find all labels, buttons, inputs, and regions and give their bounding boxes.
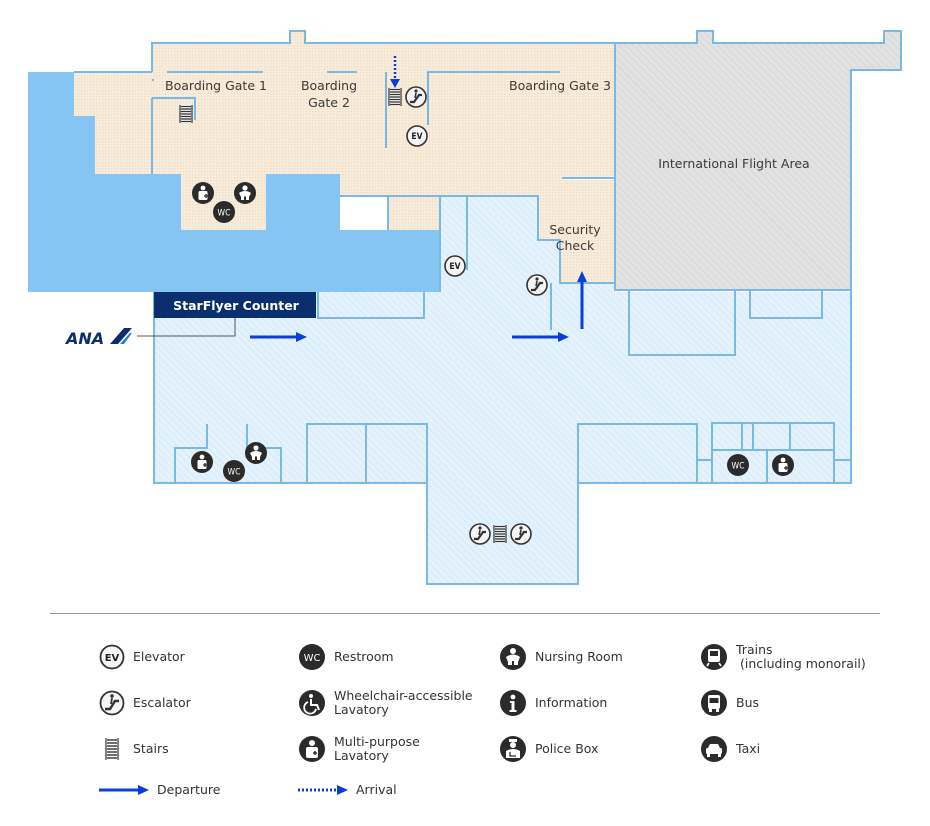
elevator-icon: EV	[406, 125, 428, 147]
svg-text:EV: EV	[449, 262, 460, 272]
legend-label: Departure	[157, 782, 221, 797]
svg-text:WC: WC	[218, 209, 231, 219]
legend-item-taxi: Taxi	[700, 735, 760, 763]
boarding-gate-2-label-1: Boarding	[301, 78, 357, 93]
boarding-gate-1-label: Boarding Gate 1	[165, 78, 267, 93]
ana-logo: ANA	[64, 328, 132, 348]
information-icon	[499, 689, 527, 717]
escalator-icon	[468, 522, 492, 546]
stairs-icon	[388, 87, 402, 107]
svg-text:ANA: ANA	[64, 329, 104, 348]
legend-item-trains: Trains (including monorail)	[700, 643, 866, 671]
international-area	[615, 31, 901, 290]
legend-item-police: Police Box	[499, 735, 598, 763]
legend-item-departure: Departure	[99, 783, 220, 797]
legend-item-elevator: EV Elevator	[99, 644, 185, 670]
escalator-icon	[525, 273, 549, 297]
legend-label: Elevator	[133, 649, 185, 664]
landside-area	[154, 196, 851, 584]
train-icon	[700, 643, 728, 671]
arrival-arrow-down	[390, 56, 400, 88]
legend-item-multipurpose: Multi-purpose Lavatory	[298, 735, 420, 763]
ana-leader-line	[137, 318, 236, 337]
elevator-icon: EV	[444, 255, 466, 277]
legend-label: Information	[535, 695, 608, 710]
restroom-icon: WC	[727, 454, 749, 476]
international-flight-area-label: International Flight Area	[658, 156, 809, 171]
legend-item-restroom: WC Restroom	[298, 643, 394, 671]
legend-item-stairs: Stairs	[99, 736, 169, 762]
stairs-icon	[179, 104, 193, 124]
legend-label: Trains (including monorail)	[736, 642, 866, 671]
multipurpose-lavatory-icon	[298, 735, 326, 763]
legend-label: Arrival	[356, 782, 397, 797]
police-box-icon	[499, 735, 527, 763]
legend-item-bus: Bus	[700, 689, 759, 717]
walls	[74, 30, 902, 585]
bus-icon	[700, 689, 728, 717]
gate-lounge-area	[74, 31, 615, 283]
legend-item-information: Information	[499, 689, 607, 717]
escalator-icon	[509, 522, 533, 546]
escalator-icon	[404, 85, 428, 109]
departure-arrow-up	[577, 271, 587, 329]
svg-text:WC: WC	[228, 468, 241, 478]
svg-text:WC: WC	[732, 462, 745, 472]
boarding-gate-3-label: Boarding Gate 3	[509, 78, 611, 93]
departure-arrow	[250, 332, 307, 342]
multipurpose-lavatory-icon	[191, 181, 215, 205]
nursing-room-icon	[245, 442, 267, 464]
legend-item-arrival: Arrival	[298, 783, 397, 797]
legend-label: Stairs	[133, 741, 169, 756]
multipurpose-lavatory-icon	[771, 453, 795, 477]
legend-label: Police Box	[535, 741, 599, 756]
restroom-icon: WC	[213, 201, 235, 223]
stairs-icon	[493, 524, 507, 544]
nursing-room-icon	[499, 643, 527, 671]
departure-arrow	[512, 332, 569, 342]
taxi-icon	[700, 735, 728, 763]
wheelchair-icon	[298, 689, 326, 717]
security-check-label-2: Check	[556, 238, 595, 253]
legend-label: Taxi	[736, 741, 761, 756]
legend-label: Multi-purpose Lavatory	[334, 734, 420, 763]
nursing-room-icon	[234, 182, 256, 204]
restroom-icon: WC	[223, 460, 245, 482]
escalator-icon	[99, 690, 125, 716]
svg-text:EV: EV	[105, 653, 120, 664]
security-check-label-1: Security	[549, 222, 601, 237]
legend-label: Nursing Room	[535, 649, 623, 664]
legend-divider	[50, 613, 880, 614]
departure-arrow-icon	[99, 784, 151, 796]
arrival-arrow-icon	[298, 784, 350, 796]
legend-label: Escalator	[133, 695, 191, 710]
legend-item-escalator: Escalator	[99, 690, 191, 716]
boarding-gate-2-label-2: Gate 2	[308, 95, 350, 110]
legend-label: Bus	[736, 695, 760, 710]
elevator-icon: EV	[99, 644, 125, 670]
restroom-icon: WC	[298, 643, 326, 671]
starflyer-counter	[154, 292, 316, 318]
legend-label: Wheelchair-accessible Lavatory	[334, 688, 473, 717]
stairs-icon	[99, 736, 125, 762]
starflyer-counter-label: StarFlyer Counter	[173, 298, 300, 313]
legend-item-nursing: Nursing Room	[499, 643, 623, 671]
multipurpose-lavatory-icon	[190, 450, 214, 474]
legend-item-wheelchair: Wheelchair-accessible Lavatory	[298, 689, 473, 717]
svg-text:EV: EV	[411, 132, 422, 142]
floor-map: EV WC	[28, 30, 902, 585]
svg-text:WC: WC	[304, 653, 321, 664]
legend-label: Restroom	[334, 649, 394, 664]
